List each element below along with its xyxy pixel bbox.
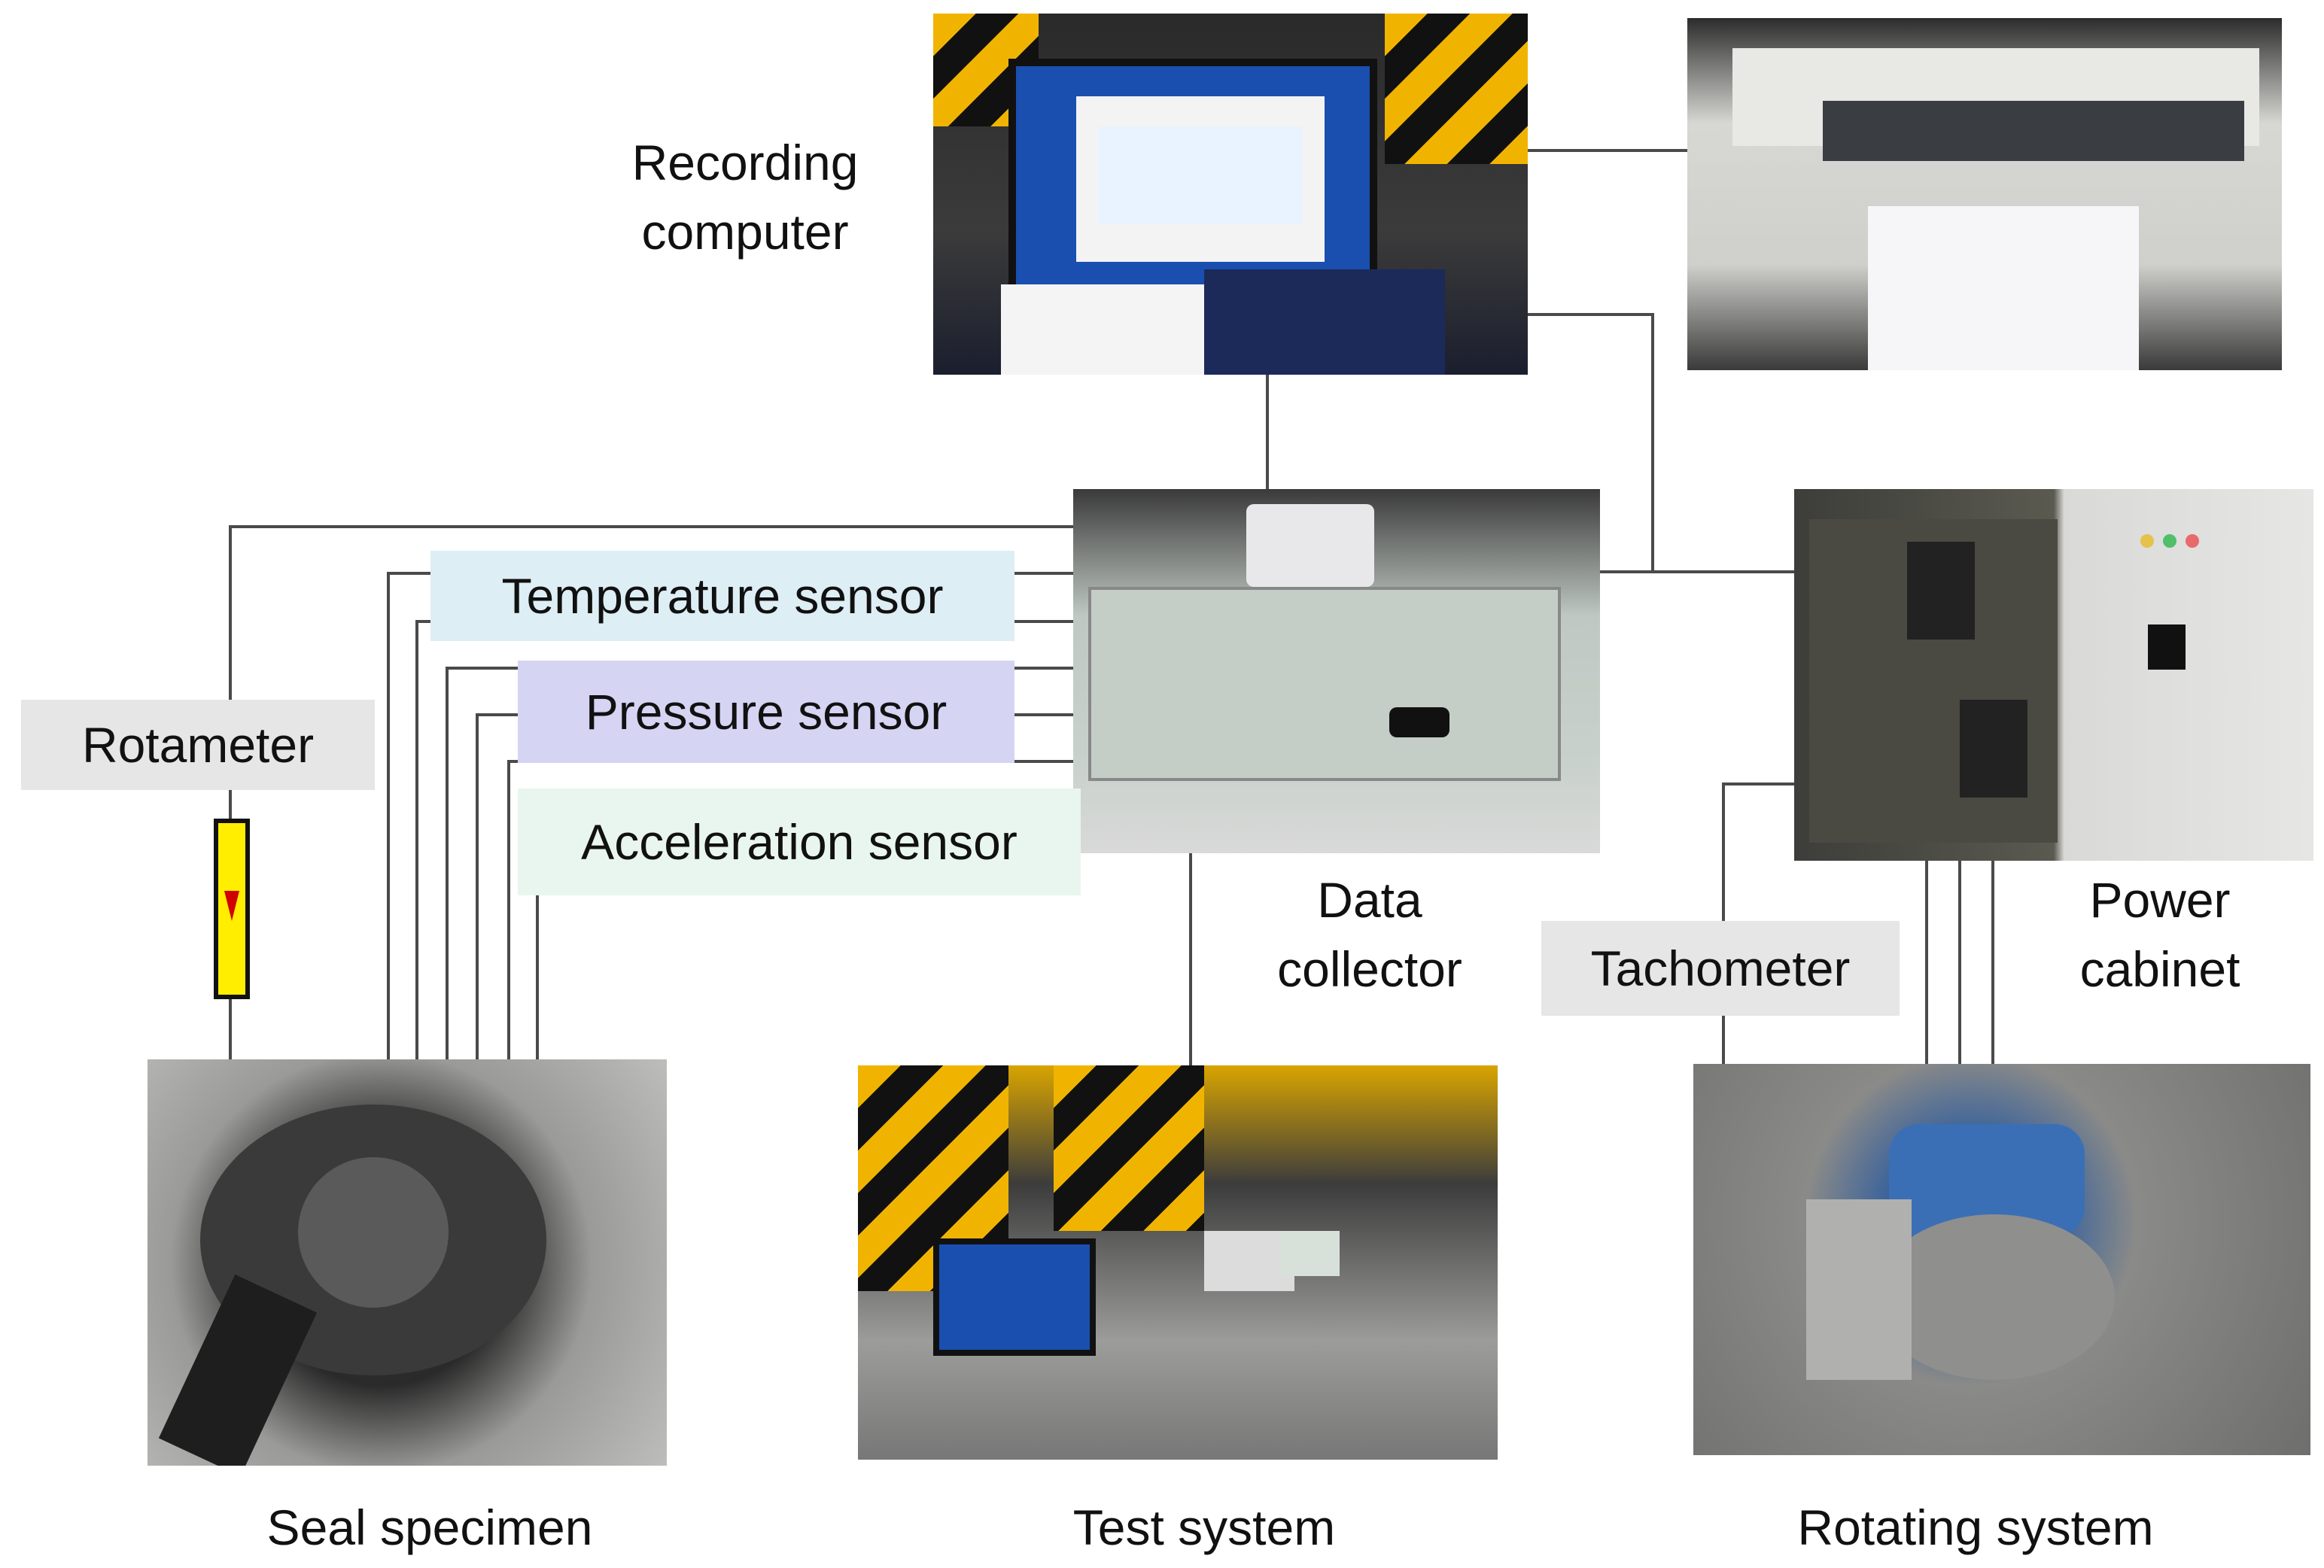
power-cabinet-label-line2: cabinet [2079,941,2240,997]
acceleration-sensor-box: Acceleration sensor [518,789,1081,895]
temperature-sensor-box: Temperature sensor [430,551,1014,641]
power-cabinet-label: Power cabinet [2047,865,2273,1004]
data-collector-label-line2: collector [1277,941,1462,997]
seal-specimen-label: Seal specimen [266,1500,593,1555]
data-collector-photo [1073,489,1600,853]
wire-computer-cabinet [1528,313,1794,573]
printer-photo [1687,18,2282,370]
recording-computer-label: Recording computer [602,128,888,266]
rotameter-box: Rotameter [21,700,375,790]
wire-rotameter-collector [229,525,1073,700]
data-collector-label-line1: Data [1317,872,1422,928]
rotating-system-label: Rotating system [1797,1500,2154,1555]
test-system-photo [858,1065,1498,1460]
test-system-label: Test system [1072,1500,1336,1555]
power-cabinet-photo [1794,489,2313,861]
recording-computer-photo [933,14,1528,375]
recording-computer-label-line2: computer [641,204,849,260]
rotameter-indicator-icon [224,891,239,921]
data-collector-label: Data collector [1249,865,1490,1004]
rotating-system-photo [1693,1064,2310,1455]
seal-specimen-photo [148,1059,667,1466]
monitor-icon [1008,59,1377,299]
tachometer-box: Tachometer [1541,921,1900,1016]
rotameter-icon [214,819,250,999]
pressure-sensor-box: Pressure sensor [518,661,1014,763]
wire-tachometer [1722,782,1794,921]
recording-computer-label-line1: Recording [631,135,859,190]
power-cabinet-label-line1: Power [2089,872,2231,928]
